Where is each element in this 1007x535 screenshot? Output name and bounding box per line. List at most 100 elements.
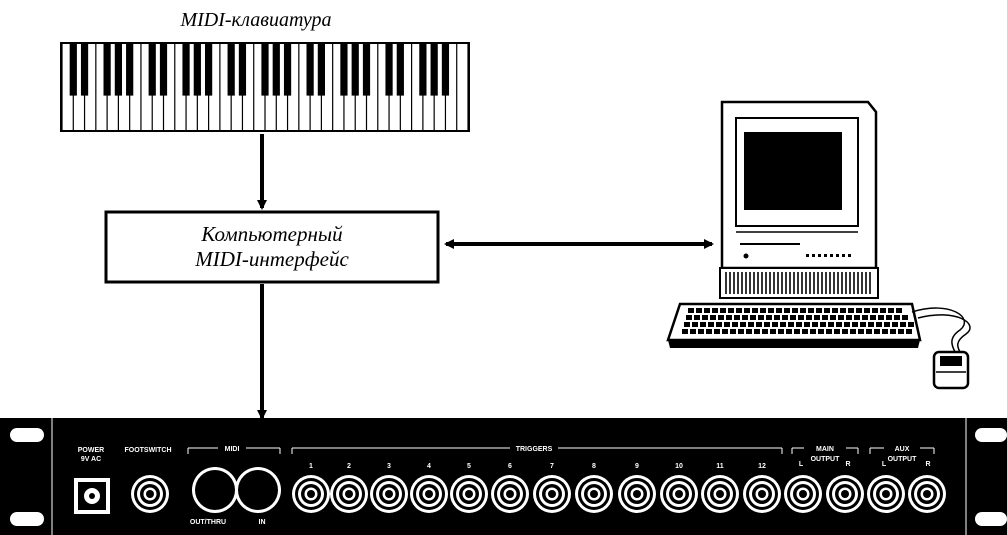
white-key [299, 44, 310, 130]
jack-socket-icon [131, 475, 169, 513]
power-label: POWER [78, 447, 104, 454]
black-key [306, 44, 314, 96]
black-key [362, 44, 371, 96]
black-key [193, 44, 201, 96]
mouse [911, 307, 971, 390]
rack-ear-hole-icon [975, 512, 1007, 526]
white-key [107, 44, 118, 130]
main-output-sublabel: OUTPUT [811, 456, 841, 463]
black-key [272, 44, 280, 96]
white-key [288, 44, 299, 130]
white-key [333, 44, 344, 130]
white-key [344, 44, 355, 130]
black-key [441, 44, 450, 96]
monitor-base [719, 267, 879, 299]
jack-row [131, 475, 946, 513]
white-key [446, 44, 457, 130]
jack-socket-icon [410, 475, 448, 513]
midi-keyboard [60, 42, 470, 132]
white-key [243, 44, 254, 130]
rack-ear-hole-icon [975, 428, 1007, 442]
white-key [62, 44, 73, 130]
white-key [276, 44, 287, 130]
white-key [152, 44, 163, 130]
trigger-number: 4 [427, 463, 431, 470]
black-key [396, 44, 404, 96]
white-key [164, 44, 175, 130]
black-key [80, 44, 89, 96]
monitor-vents [806, 254, 851, 257]
white-key [367, 44, 378, 130]
trigger-number: 10 [675, 463, 683, 470]
white-key [141, 44, 152, 130]
white-key [96, 44, 107, 130]
white-key [209, 44, 220, 130]
main-output-left-label: L [799, 461, 804, 468]
main-output-right-label: R [845, 461, 850, 468]
jack-socket-icon [330, 475, 368, 513]
white-key [378, 44, 389, 130]
black-key [227, 44, 235, 96]
computer-keyboard [666, 302, 922, 348]
power-led-icon [743, 253, 749, 259]
jack-socket-icon [575, 475, 613, 513]
aux-output-right-label: R [925, 461, 930, 468]
rack-ear-hole-icon [10, 512, 44, 526]
white-key [186, 44, 197, 130]
black-key [317, 44, 325, 96]
white-key [197, 44, 209, 130]
aux-output-left-label: L [882, 461, 887, 468]
black-key [419, 44, 427, 96]
black-key [103, 44, 111, 96]
jack-socket-icon [533, 475, 571, 513]
jack-socket-icon [701, 475, 739, 513]
white-key [85, 44, 96, 130]
black-key [205, 44, 213, 96]
white-key [423, 44, 434, 130]
midi-label: MIDI [225, 446, 240, 453]
jack-socket-icon [784, 475, 822, 513]
trigger-number: 7 [550, 463, 554, 470]
power-voltage-label: 9V AC [81, 456, 101, 463]
black-key [261, 44, 269, 96]
midi-interface-box: Компьютерный MIDI-интерфейс [104, 210, 440, 284]
interface-label-line1: Компьютерный [200, 222, 343, 246]
black-key [69, 44, 77, 96]
white-key [321, 44, 333, 130]
white-key [400, 44, 412, 130]
black-key [114, 44, 122, 96]
white-key [457, 44, 468, 130]
jack-socket-icon [292, 475, 330, 513]
trigger-number: 12 [758, 463, 766, 470]
white-key [389, 44, 400, 130]
jack-socket-icon [370, 475, 408, 513]
white-key [434, 44, 445, 130]
black-key [238, 44, 247, 96]
monitor [720, 100, 878, 270]
jack-socket-icon [908, 475, 946, 513]
jack-socket-icon [450, 475, 488, 513]
jack-socket-icon [491, 475, 529, 513]
trigger-number: 5 [467, 463, 471, 470]
trigger-number: 8 [592, 463, 596, 470]
white-key [231, 44, 242, 130]
jack-socket-icon [660, 475, 698, 513]
trigger-number: 9 [635, 463, 639, 470]
white-key [130, 44, 141, 130]
keyboard-label: MIDI-клавиатура [179, 9, 331, 31]
white-key [355, 44, 366, 130]
white-key [265, 44, 276, 130]
interface-label-line2: MIDI-интерфейс [194, 247, 349, 271]
trigger-number: 2 [347, 463, 351, 470]
trigger-number: 1 [309, 463, 313, 470]
rack-module: POWER 9V AC FOOTSWITCH MIDI OUT/THRU IN … [0, 418, 1007, 535]
trigger-number: 11 [716, 463, 724, 470]
black-key [182, 44, 190, 96]
midi-out-label: OUT/THRU [190, 519, 226, 526]
aux-output-label: AUX [895, 446, 910, 453]
black-key [159, 44, 168, 96]
black-keys [69, 44, 450, 96]
rack-ear-hole-icon [10, 428, 44, 442]
black-key [430, 44, 438, 96]
